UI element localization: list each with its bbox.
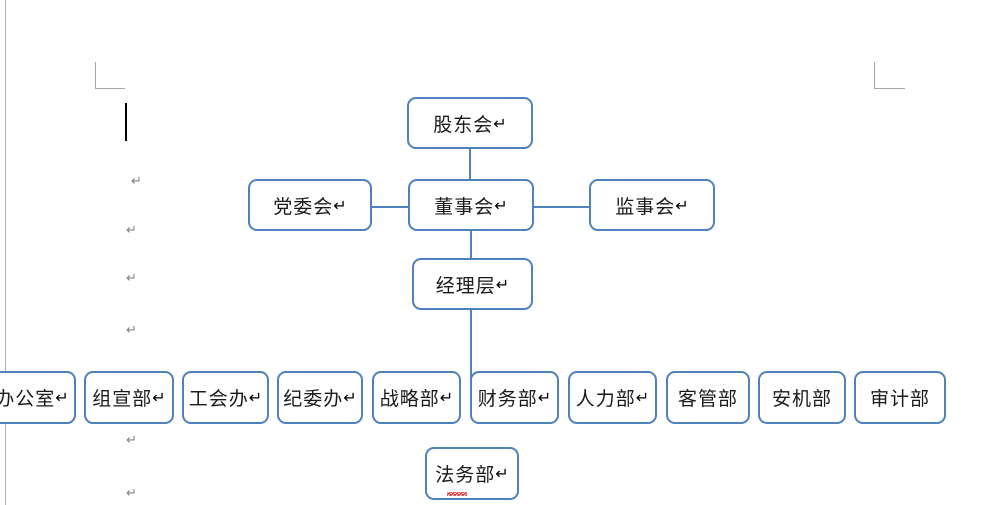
org-node-strategy[interactable]: 战略部↵ (372, 371, 461, 424)
paragraph-mark: ↵ (126, 433, 137, 448)
org-node-label: 监事会 (615, 195, 676, 218)
margin-mark-top-left (95, 62, 126, 88)
org-node-supervisors[interactable]: 监事会↵ (589, 179, 715, 231)
paragraph-mark: ↵ (343, 388, 357, 407)
org-node-label: 组宣部 (92, 388, 153, 410)
org-node-org-pub[interactable]: 组宣部↵ (84, 371, 174, 424)
paragraph-mark: ↵ (493, 113, 507, 133)
org-node-shareholders[interactable]: 股东会↵ (407, 97, 533, 149)
paragraph-mark: ↵ (675, 195, 689, 215)
margin-mark-top-right-horizontal (874, 88, 905, 89)
org-node-discipline[interactable]: 纪委办↵ (277, 371, 363, 424)
org-node-label: 党委会 (273, 195, 334, 218)
org-node-label: 财务部 (477, 388, 538, 410)
paragraph-mark: ↵ (126, 223, 137, 238)
org-node-label: 工会办 (188, 388, 249, 410)
org-node-label: 审计部 (869, 388, 930, 410)
org-node-label: 经理层 (435, 274, 496, 297)
org-node-party[interactable]: 党委会↵ (248, 179, 372, 231)
paragraph-mark: ↵ (333, 195, 347, 215)
org-node-legal[interactable]: 法务部↵ (425, 447, 519, 500)
paragraph-mark: ↵ (248, 388, 263, 407)
org-node-security[interactable]: 安机部 (758, 371, 846, 424)
spellcheck-underline (447, 492, 468, 496)
org-node-customer[interactable]: 客管部 (666, 371, 750, 424)
paragraph-mark: ↵ (152, 388, 166, 407)
connector-board-party (370, 206, 410, 208)
margin-mark-top-left-horizontal (95, 88, 125, 89)
margin-mark-top-right (874, 62, 905, 88)
org-node-label: 法务部 (435, 464, 496, 486)
org-node-label: 战略部 (379, 388, 440, 410)
paragraph-mark: ↵ (131, 174, 142, 189)
page-edge-line (5, 0, 6, 505)
paragraph-mark: ↵ (126, 323, 137, 338)
org-node-union[interactable]: 工会办↵ (182, 371, 269, 424)
org-node-label: 办公室 (0, 388, 56, 410)
paragraph-mark: ↵ (495, 464, 509, 483)
paragraph-mark: ↵ (537, 388, 552, 407)
org-node-management[interactable]: 经理层↵ (412, 258, 533, 310)
org-node-label: 股东会 (433, 113, 494, 136)
connector-board-supervisors (532, 206, 591, 208)
paragraph-mark: ↵ (55, 388, 69, 407)
org-node-hr[interactable]: 人力部↵ (568, 371, 657, 424)
org-node-board[interactable]: 董事会↵ (408, 179, 534, 231)
paragraph-mark: ↵ (635, 388, 650, 407)
org-node-office[interactable]: 办公室↵ (0, 371, 76, 424)
paragraph-mark: ↵ (494, 195, 508, 215)
connector-board-management (470, 231, 472, 258)
paragraph-mark: ↵ (439, 388, 454, 407)
org-node-label: 董事会 (434, 195, 495, 218)
org-node-label: 安机部 (771, 388, 832, 410)
org-node-label: 纪委办 (283, 388, 344, 410)
connector-management-departments (470, 310, 472, 402)
paragraph-mark: ↵ (495, 274, 510, 294)
paragraph-mark: ↵ (126, 271, 137, 286)
paragraph-mark: ↵ (126, 486, 137, 501)
org-node-finance[interactable]: 财务部↵ (470, 371, 559, 424)
text-caret[interactable] (125, 103, 127, 141)
connector-shareholders-board (469, 149, 471, 179)
org-node-audit[interactable]: 审计部 (854, 371, 946, 424)
org-node-label: 人力部 (575, 388, 636, 410)
org-node-label: 客管部 (677, 388, 738, 410)
